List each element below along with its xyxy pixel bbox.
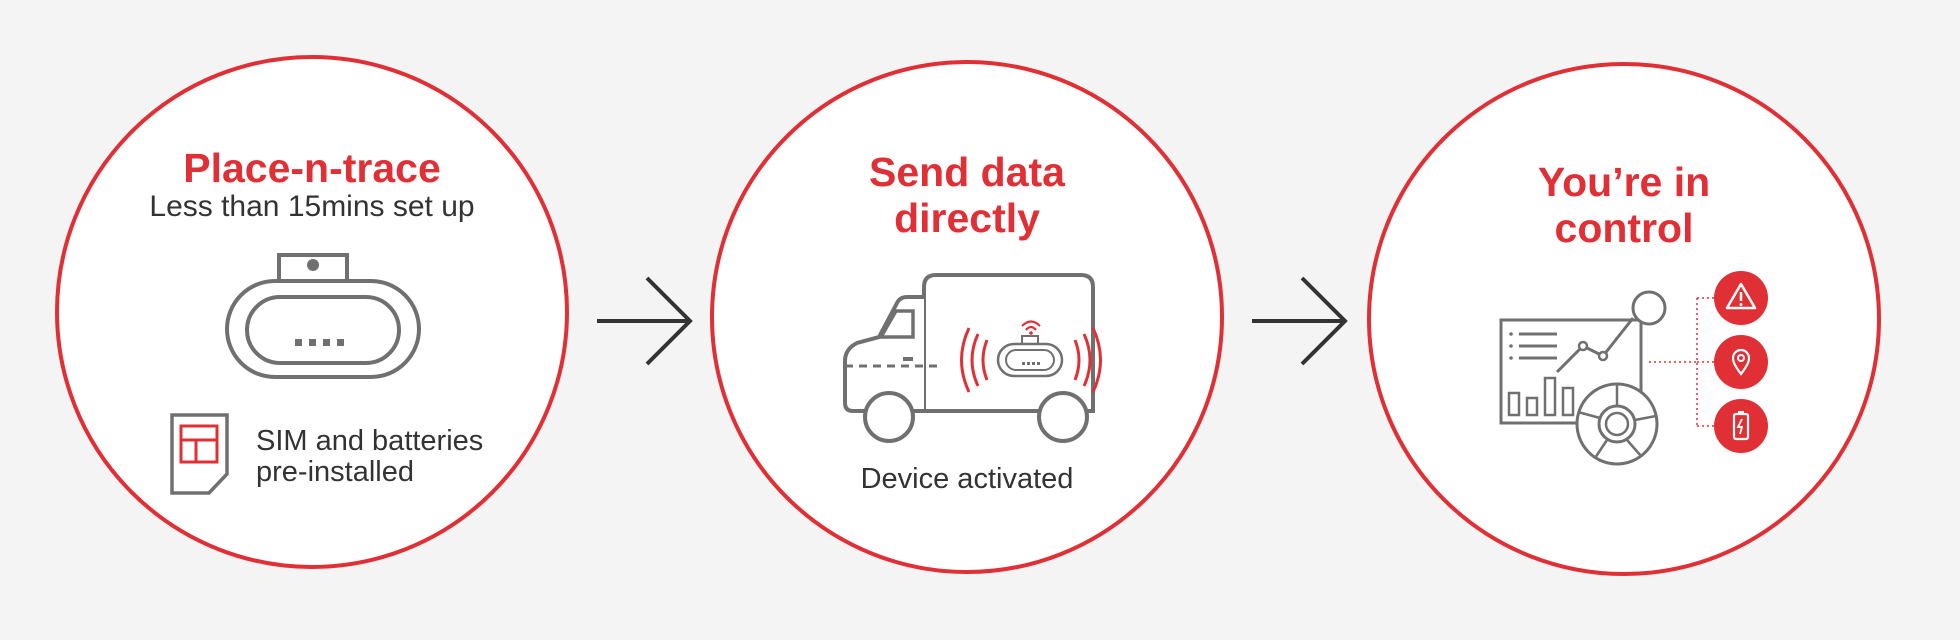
sim-card-icon	[170, 413, 229, 495]
sim-caption: SIM and batteries pre-installed	[256, 426, 483, 488]
arrow-right-icon	[597, 276, 693, 366]
step-subtitle: Less than 15mins set up	[149, 190, 475, 223]
title-line: directly	[894, 195, 1040, 241]
title-line: Send data	[869, 149, 1065, 195]
location-pin-icon	[1714, 335, 1768, 389]
step-in-control: You’re in control	[1367, 62, 1881, 576]
step-send-data: Send data directly Device activ	[710, 60, 1224, 574]
wifi-icon	[1021, 320, 1041, 335]
device-activated-caption: Device activated	[860, 463, 1074, 495]
step-title: Send data directly	[714, 149, 1220, 241]
step-title: Place-n-trace	[183, 145, 441, 191]
arrow-right-icon	[1252, 276, 1348, 366]
alert-icon	[1714, 271, 1768, 325]
battery-icon	[1714, 399, 1768, 453]
tracker-device-icon	[225, 253, 421, 379]
title-line: control	[1554, 205, 1694, 251]
delivery-truck-icon	[843, 273, 1095, 443]
step-title: You’re in control	[1371, 159, 1877, 251]
title-line: You’re in	[1537, 159, 1711, 205]
dashboard-icon	[1499, 290, 1717, 466]
signal-waves-icon	[960, 327, 1102, 393]
caption-line: pre-installed	[256, 456, 414, 488]
caption-line: SIM and batteries	[256, 425, 484, 457]
step-place-n-trace: Place-n-trace Less than 15mins set up SI…	[55, 55, 569, 569]
